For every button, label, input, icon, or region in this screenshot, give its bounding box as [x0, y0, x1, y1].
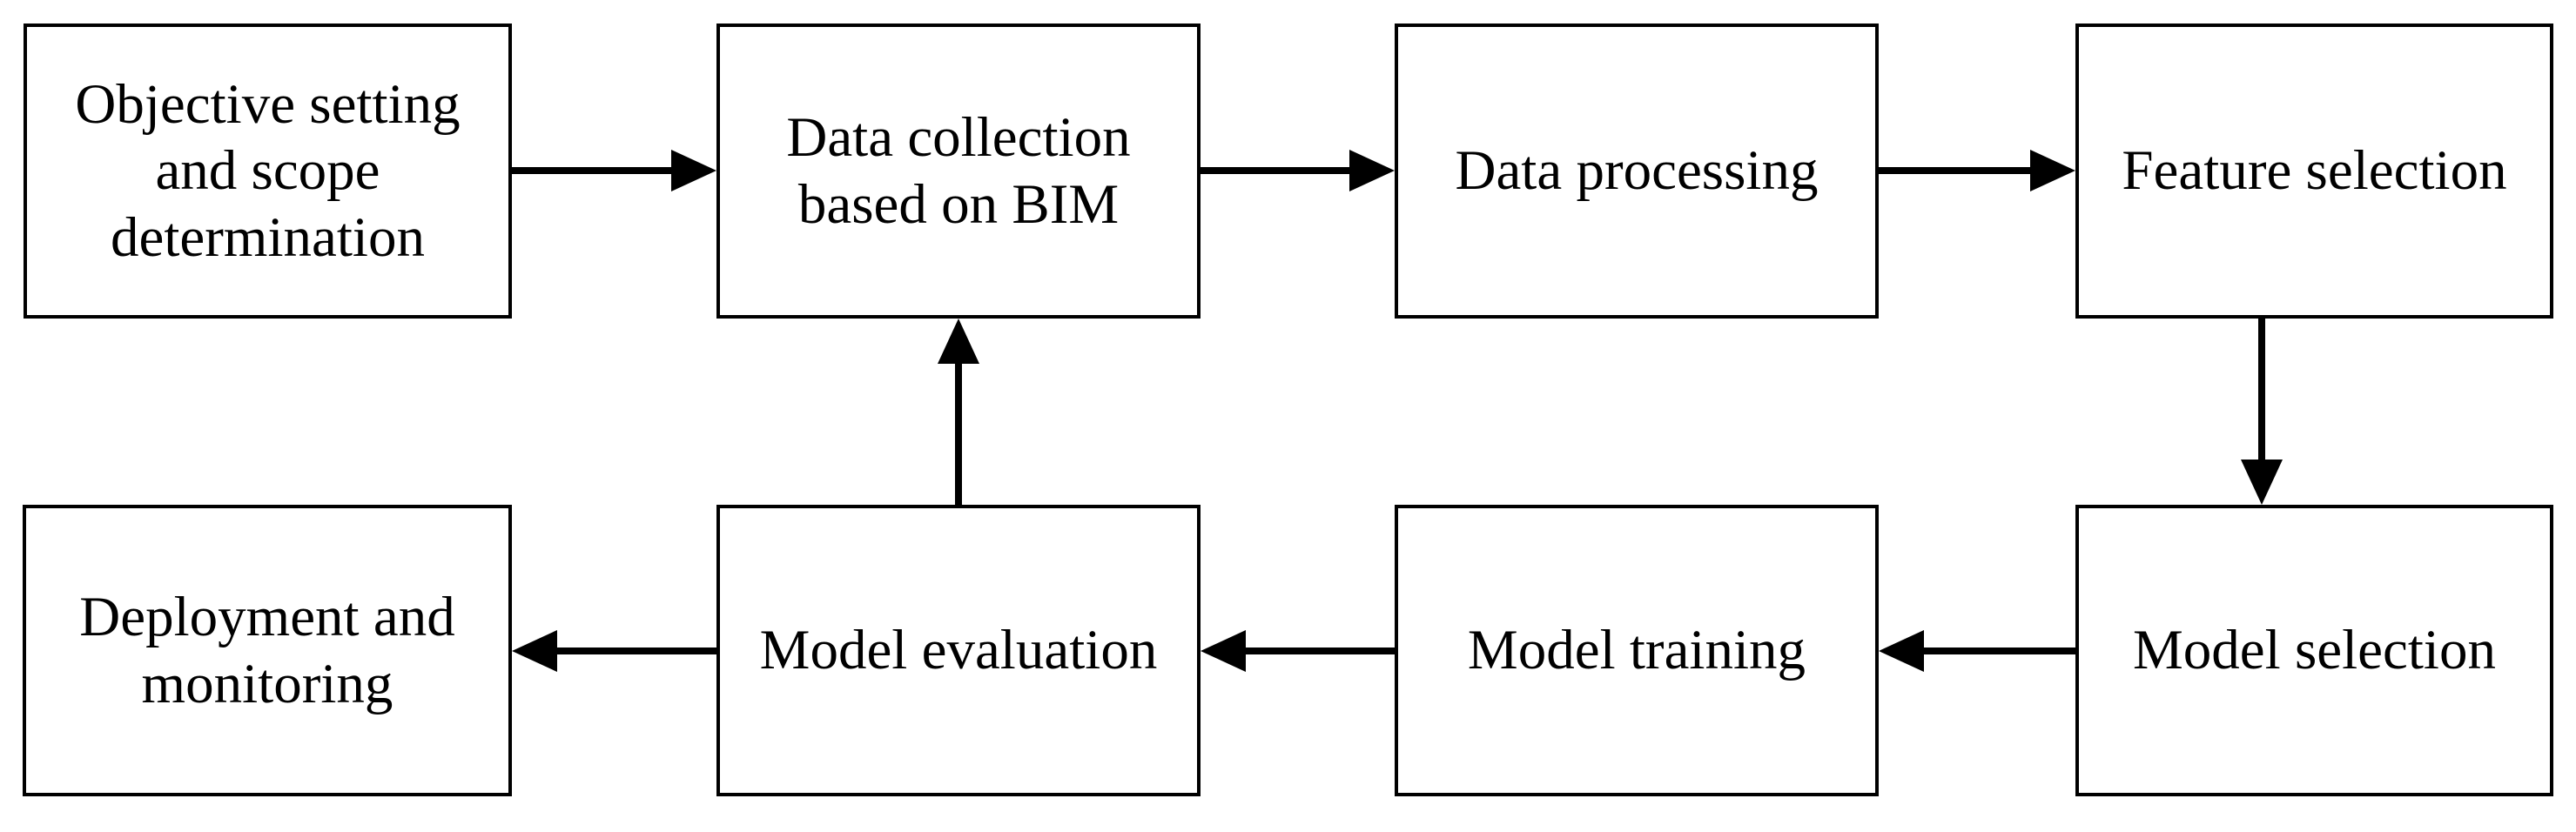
arrowhead-down-icon: [2241, 460, 2283, 505]
node-label: Objective setting and scope determinatio…: [75, 73, 461, 269]
arrowhead-right-icon: [671, 150, 716, 191]
arrow-stem: [1246, 647, 1395, 654]
arrowhead-right-icon: [1349, 150, 1395, 191]
arrow-stem: [955, 364, 962, 505]
node-data-collection: Data collection based on BIM: [716, 23, 1201, 319]
node-model-training: Model training: [1395, 505, 1879, 796]
node-label: Data processing: [1455, 139, 1819, 203]
node-label: Data collection based on BIM: [786, 106, 1131, 236]
arrowhead-right-icon: [2030, 150, 2075, 191]
arrow-stem: [2258, 319, 2265, 460]
node-model-selection: Model selection: [2075, 505, 2553, 796]
arrow-stem: [1879, 167, 2030, 174]
arrow-stem: [512, 167, 671, 174]
node-label: Deployment and monitoring: [79, 586, 455, 715]
arrowhead-up-icon: [938, 319, 979, 364]
node-objective-setting: Objective setting and scope determinatio…: [24, 23, 512, 319]
node-model-evaluation: Model evaluation: [716, 505, 1201, 796]
arrow-stem: [1201, 167, 1349, 174]
arrowhead-left-icon: [512, 630, 557, 672]
node-label: Model selection: [2133, 619, 2496, 682]
arrowhead-left-icon: [1879, 630, 1924, 672]
node-data-processing: Data processing: [1395, 23, 1879, 319]
arrow-stem: [1924, 647, 2075, 654]
node-label: Model training: [1467, 619, 1806, 682]
node-feature-selection: Feature selection: [2075, 23, 2553, 319]
node-label: Model evaluation: [759, 619, 1158, 682]
arrowhead-left-icon: [1201, 630, 1246, 672]
node-label: Feature selection: [2122, 139, 2507, 203]
arrow-stem: [557, 647, 716, 654]
node-deployment-monitoring: Deployment and monitoring: [23, 505, 512, 796]
